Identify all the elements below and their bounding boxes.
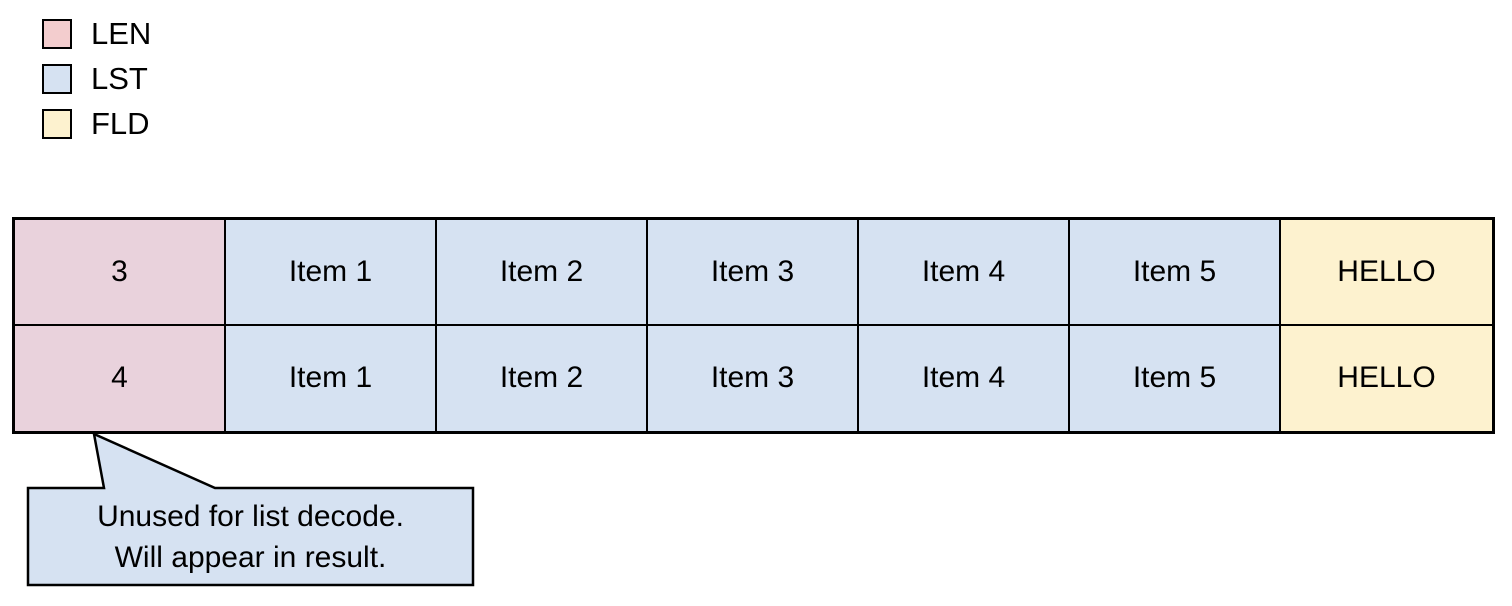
legend: LEN LST FLD xyxy=(42,16,152,155)
len-color-swatch xyxy=(42,19,72,49)
legend-label-len: LEN xyxy=(91,16,152,51)
legend-label-fld: FLD xyxy=(91,106,150,141)
legend-item-lst: LST xyxy=(42,61,151,96)
table-cell-item: Item 5 xyxy=(1070,220,1281,326)
legend-item-len: LEN xyxy=(42,16,152,51)
table-cell-item: Item 1 xyxy=(226,220,437,326)
table-cell-field: HELLO xyxy=(1281,325,1492,431)
callout-note-line2: Will appear in result. xyxy=(114,540,387,574)
table-cell-item: Item 4 xyxy=(859,325,1070,431)
table-cell-item: Item 3 xyxy=(648,220,859,326)
legend-label-lst: LST xyxy=(91,61,148,96)
table-cell-field: HELLO xyxy=(1281,220,1492,326)
table-cell-len: 4 xyxy=(15,325,226,431)
legend-item-fld: FLD xyxy=(42,106,151,141)
table-cell-len: 3 xyxy=(15,220,226,326)
lst-color-swatch xyxy=(42,64,72,94)
fld-color-swatch xyxy=(42,109,72,139)
table-cell-item: Item 1 xyxy=(226,325,437,431)
table-cell-item: Item 5 xyxy=(1070,325,1281,431)
table-cell-item: Item 4 xyxy=(859,220,1070,326)
list-layout-table: 3 Item 1 Item 2 Item 3 Item 4 Item 5 HEL… xyxy=(12,217,1495,434)
table-cell-item: Item 2 xyxy=(437,325,648,431)
callout-note: Unused for list decode. Will appear in r… xyxy=(28,488,473,585)
callout-note-line1: Unused for list decode. xyxy=(97,499,404,533)
table-cell-item: Item 2 xyxy=(437,220,648,326)
table-cell-item: Item 3 xyxy=(648,325,859,431)
